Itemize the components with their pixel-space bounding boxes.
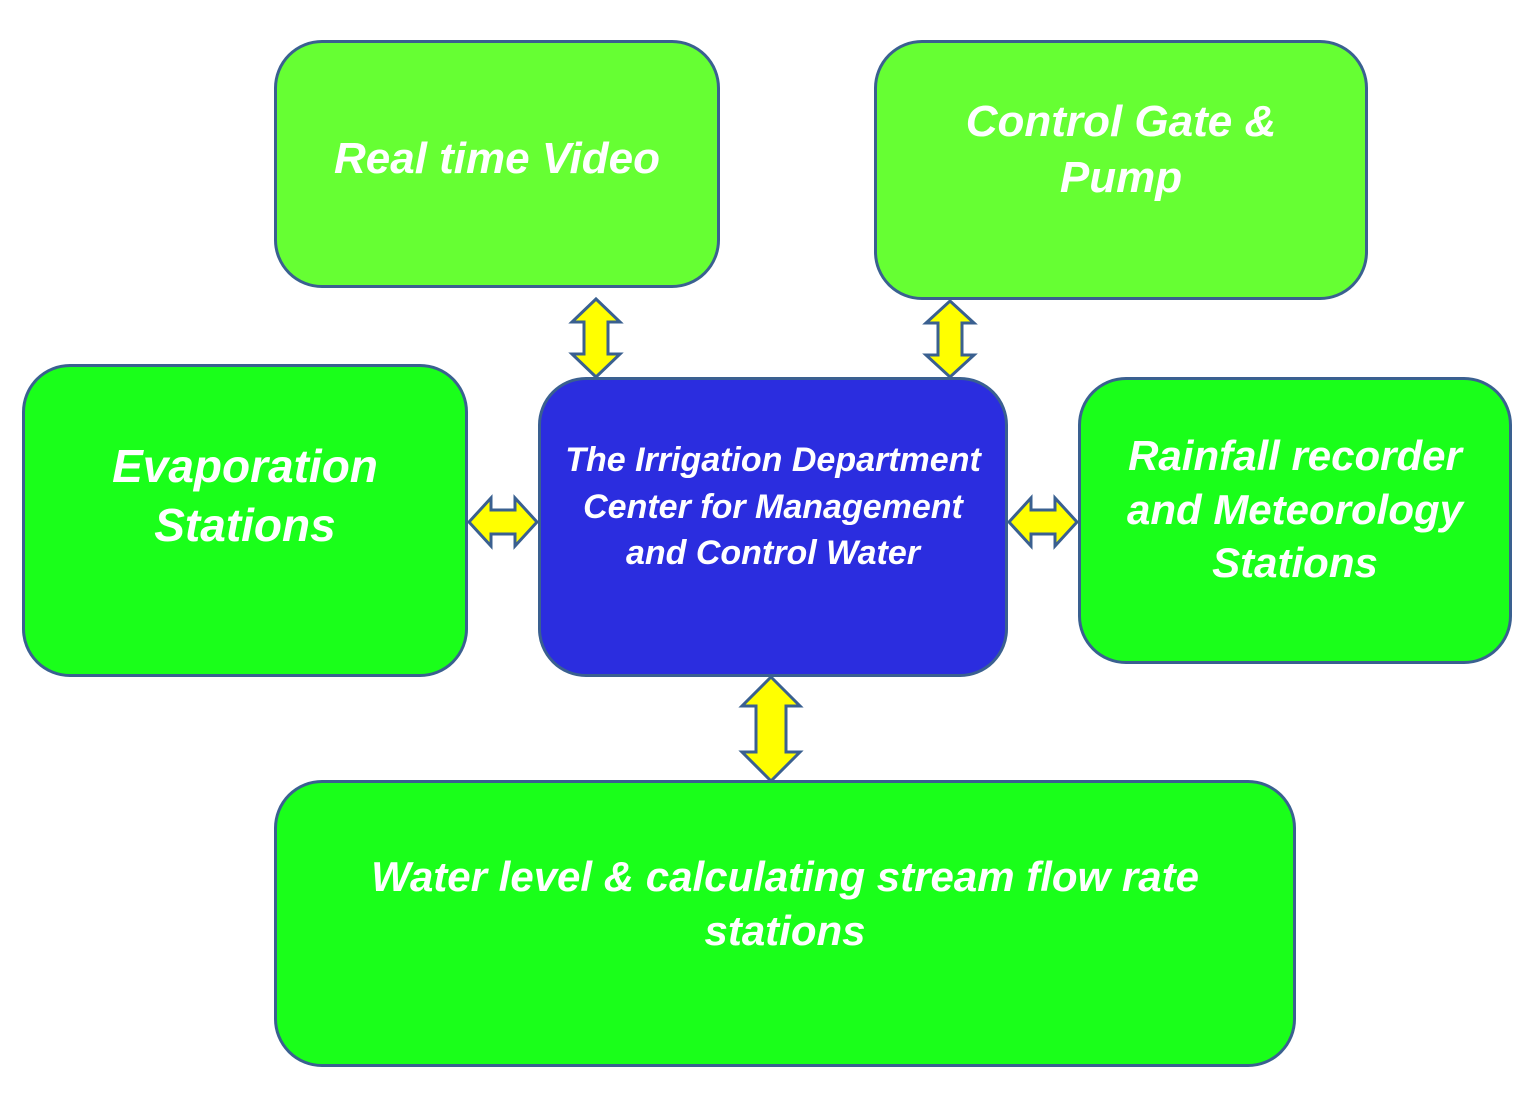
rainfall-stations-label: Rainfall recorder and Meteorology Statio… [1126,431,1464,587]
water-level-stations-label: Water level & calculating stream flow ra… [371,852,1199,954]
control-gate-pump-node: Control Gate & Pump [874,40,1368,300]
double-arrow-center-rainfall-icon [1006,494,1080,550]
evaporation-stations-label: Evaporation Stations [112,439,378,551]
double-arrow-center-water-level-icon [738,674,804,784]
center-label: The Irrigation Department Center for Man… [565,440,981,573]
water-level-stations-node: Water level & calculating stream flow ra… [274,780,1296,1067]
center-node: The Irrigation Department Center for Man… [538,377,1008,677]
double-arrow-gate-center-icon [922,298,978,380]
double-arrow-video-center-icon [568,296,624,380]
real-time-video-label: Real time Video [333,133,661,183]
evaporation-stations-node: Evaporation Stations [22,364,468,677]
real-time-video-node: Real time Video [274,40,720,288]
control-gate-pump-label: Control Gate & Pump [965,96,1277,202]
double-arrow-evaporation-center-icon [466,494,540,550]
rainfall-stations-node: Rainfall recorder and Meteorology Statio… [1078,377,1512,664]
